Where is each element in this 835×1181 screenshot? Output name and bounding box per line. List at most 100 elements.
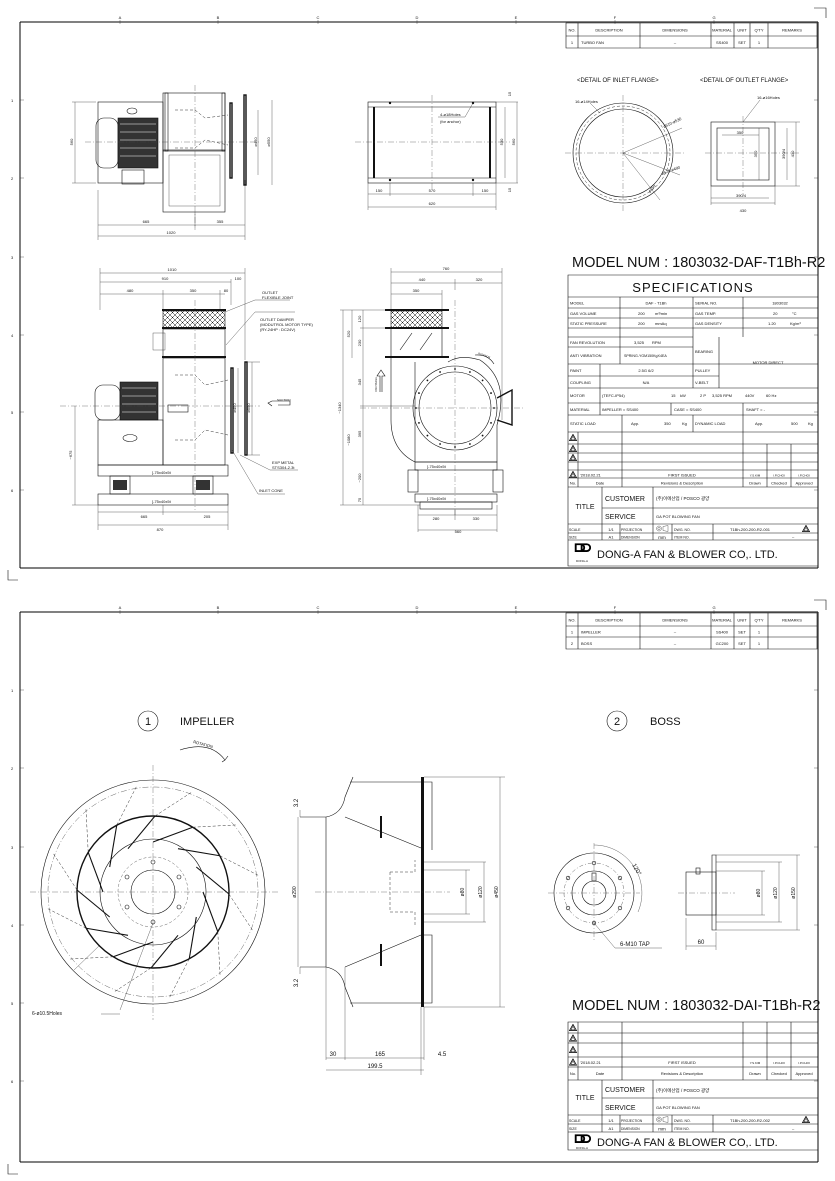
spec-label: MATERIAL bbox=[570, 407, 590, 412]
outlet-flange-detail: <DETAIL OF OUTLET FLANGE> 16-ø16Holes 35… bbox=[700, 78, 800, 213]
impeller-blade-hidden bbox=[168, 958, 190, 999]
customer-value: (주)이에산업 / POSCO 광양 bbox=[656, 1087, 709, 1094]
grid-col: E bbox=[515, 605, 518, 610]
bom-cell: GC200 bbox=[716, 641, 729, 646]
spec-unit: mmAq bbox=[655, 321, 667, 326]
service-value: GA POT BLOWING FAN bbox=[656, 514, 700, 519]
model-number: MODEL NUM : 1803032-DAF-T1Bh-R2 bbox=[572, 255, 825, 271]
revision-checked: I.P.CHOI bbox=[773, 1061, 785, 1065]
scale-value: 1/1 bbox=[608, 1118, 614, 1123]
title-label: TITLE bbox=[575, 1095, 594, 1102]
customer-value: (주)이에산업 / POSCO 광양 bbox=[656, 495, 709, 502]
dim-label: ~200 bbox=[357, 473, 362, 483]
bolt-hole bbox=[439, 371, 441, 373]
customer-label: CUSTOMER bbox=[605, 1087, 645, 1094]
dim-label: ø520-ø490 bbox=[661, 164, 682, 176]
dim-label: ø80 bbox=[460, 887, 466, 896]
spec-unit: Kg/m³ bbox=[790, 321, 801, 326]
dim-label: ø550 bbox=[246, 403, 251, 413]
grid-col: E bbox=[515, 15, 518, 20]
spring-isolator bbox=[192, 475, 214, 495]
grid-row: 3 bbox=[11, 845, 14, 850]
bolt-hole bbox=[426, 379, 429, 382]
tap-hole bbox=[565, 875, 571, 881]
bom-row: 2 BOSS – GC200 SET 1 bbox=[571, 641, 761, 646]
column-header: Approved bbox=[795, 481, 812, 486]
discharge-arrow-icon: DISCHARGE bbox=[375, 369, 386, 392]
bom-header: UNIT bbox=[737, 618, 747, 623]
spec-value: App. bbox=[755, 421, 763, 426]
scale-label: SCALE bbox=[569, 1119, 581, 1123]
dim-label: 280 bbox=[433, 516, 440, 521]
specifications-table: SPECIFICATIONS MODEL DAF - T1Bh SERIAL N… bbox=[567, 274, 819, 567]
dim-label: [-75x40x5t bbox=[427, 496, 447, 501]
spec-label: MOTOR bbox=[570, 393, 585, 398]
sheet-1: A B C D E F G 1 2 3 4 5 6 NO. DESCRIPTIO… bbox=[7, 7, 827, 581]
dim-label: ø150 bbox=[791, 887, 797, 899]
bom-header: MATERIAL bbox=[712, 618, 732, 623]
dim-label: 1020 bbox=[167, 230, 177, 235]
projection-label: PROJECTION bbox=[621, 1119, 643, 1123]
dim-label: 199.5 bbox=[367, 1064, 383, 1070]
dim-label: ø450 bbox=[494, 886, 500, 898]
spec-value: MOTOR DIRECT bbox=[753, 360, 784, 365]
dim-label: 350 bbox=[753, 150, 758, 157]
spec-label: STATIC PRESSURE bbox=[570, 321, 607, 326]
bom-cell: IMPELLER bbox=[581, 630, 601, 635]
dwg-no-value: T1Bh-200-200-R2-002 bbox=[730, 1118, 771, 1123]
impeller-blade bbox=[152, 826, 193, 843]
impeller-blade bbox=[177, 848, 220, 857]
dwg-no-value: T1Bh-200-200-R2-001 bbox=[730, 527, 771, 532]
dim-label: 15 bbox=[507, 91, 512, 96]
customer-label: CUSTOMER bbox=[605, 496, 645, 503]
dim-label: ø80 bbox=[756, 888, 762, 897]
impeller-blade-hidden bbox=[85, 807, 89, 853]
revision-approved: I.P.CHOI bbox=[798, 474, 810, 478]
logo-text: DONG-A bbox=[576, 559, 588, 563]
service-label: SERVICE bbox=[605, 514, 636, 521]
tap-hole bbox=[617, 875, 623, 881]
tap-hole bbox=[565, 905, 571, 911]
dim-label: 390/4 bbox=[736, 193, 747, 198]
spec-value: CASE = SS400 bbox=[674, 407, 702, 412]
spec-value: 200 bbox=[638, 321, 645, 326]
dim-label: 30 bbox=[330, 1052, 337, 1058]
grid-col: F bbox=[614, 605, 617, 610]
callout-label: OUTLET bbox=[262, 290, 278, 295]
bom-cell: BOSS bbox=[581, 641, 592, 646]
spec-value: DAF - T1Bh bbox=[645, 301, 666, 306]
impeller-blade-hidden bbox=[217, 931, 221, 977]
dim-label: 3.2 bbox=[294, 798, 300, 807]
grid-col: F bbox=[614, 15, 617, 20]
dim-label: 60 bbox=[698, 940, 705, 946]
impeller-blade-hidden bbox=[228, 893, 254, 932]
bolt-hole bbox=[439, 443, 441, 445]
grid-col: B bbox=[217, 605, 220, 610]
sheet-1-frame bbox=[19, 21, 819, 569]
rotation-arrow-icon: ROTATION bbox=[474, 352, 495, 365]
spec-label: DYNAMIC LOAD bbox=[695, 421, 726, 426]
column-header: No. bbox=[570, 481, 576, 486]
bolt-hole bbox=[481, 434, 484, 437]
dim-label: 430 bbox=[740, 208, 747, 213]
spec-value: SHAFT = - bbox=[746, 407, 766, 412]
model-number: MODEL NUM : 1803032-DAI-T1Bh-R2 bbox=[572, 998, 820, 1014]
spec-value: 1803032 bbox=[772, 301, 788, 306]
revision-drawn: Y.S.KIM bbox=[750, 474, 761, 478]
size-value: A1 bbox=[609, 1126, 615, 1131]
column-header: No. bbox=[570, 1071, 576, 1076]
size-label: SIZE bbox=[569, 536, 577, 540]
revision-triangle-icon bbox=[569, 1034, 577, 1042]
grid-row: 4 bbox=[11, 333, 14, 338]
column-header: Drawn bbox=[749, 481, 761, 486]
revision-description: FIRST ISSUED bbox=[668, 1060, 696, 1065]
bom-header: DESCRIPTION bbox=[595, 28, 622, 33]
dim-label: ø120 bbox=[478, 886, 484, 898]
grid-row: 2 bbox=[11, 176, 14, 181]
revision-triangle-icon bbox=[569, 1058, 577, 1066]
spec-value: 350 bbox=[664, 421, 671, 426]
company-name: DONG-A FAN & BLOWER CO,. LTD. bbox=[597, 1137, 778, 1149]
column-header: Revisions & Description bbox=[661, 481, 703, 486]
item-balloon bbox=[606, 710, 628, 732]
spec-value: 3,525 bbox=[634, 340, 645, 345]
